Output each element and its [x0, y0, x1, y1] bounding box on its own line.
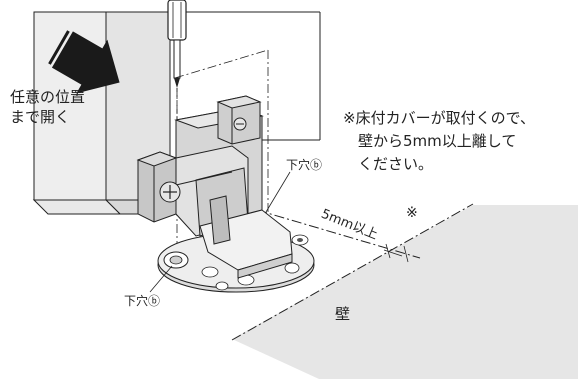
- dimension-indicator: [383, 243, 409, 263]
- pilot-hole-label-upper: 下穴ⓑ: [286, 158, 323, 172]
- note-line3: ください。: [358, 155, 434, 173]
- wall-label: 壁: [335, 305, 351, 323]
- screwdriver-icon: [167, 0, 187, 120]
- lower-pilot-hole-leader: [149, 265, 173, 293]
- pilot-hole-label-lower: 下穴ⓑ: [124, 294, 161, 308]
- push-arrow-icon: [48, 30, 120, 94]
- wall-surface: [232, 205, 578, 379]
- upper-pilot-hole-leader: [265, 171, 291, 213]
- instruction-label-line1: 任意の位置: [10, 88, 86, 106]
- floor-reference-line: [239, 204, 421, 259]
- note-line1: ※床付カバーが取付くので、: [343, 109, 535, 127]
- dimension-note-mark: ※: [406, 205, 418, 221]
- wall-edge: [231, 203, 474, 341]
- note-line2: 壁から5mm以上離して: [358, 132, 517, 150]
- hinge-body: [136, 95, 293, 279]
- instruction-label-line2: まで開く: [10, 108, 71, 126]
- screw-icon: [159, 181, 181, 203]
- installation-note: ※床付カバーが取付くので、 壁から5mm以上離して ください。: [343, 107, 575, 176]
- rear-screw-icon: [233, 117, 247, 131]
